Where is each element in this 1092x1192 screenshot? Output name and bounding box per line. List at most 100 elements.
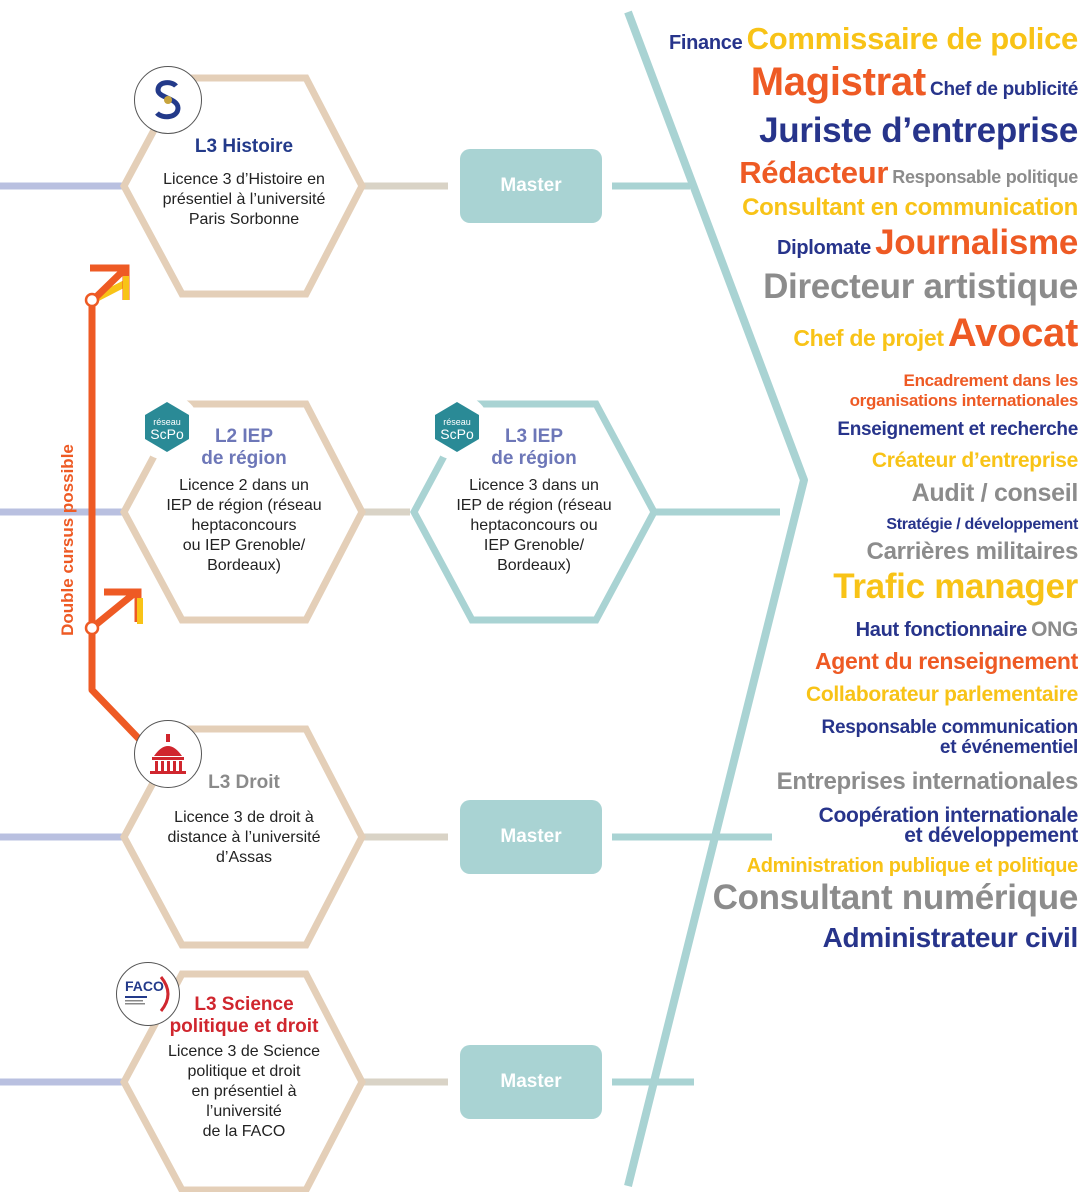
master-box-2: Master [460,800,602,874]
career-line: Stratégie / développement [438,516,1078,533]
career-line: Carrières militaires [438,538,1079,568]
career-item: Rédacteur [739,155,889,190]
hex-iep-l2 [120,400,366,624]
career-line: Juriste d’entreprise [438,112,1078,156]
double-cursus-label-wrap: Double cursus possible [50,400,90,700]
career-line: Responsable communication et événementie… [438,717,1079,759]
career-item: Consultant numérique [712,878,1079,917]
career-line: Haut fonctionnaire ONG [438,618,1079,643]
double-cursus-path [88,300,145,745]
master-box-1: Master [460,149,602,223]
hex-histoire [120,74,366,298]
career-item: Encadrement dans les organisations inter… [849,371,1079,410]
career-item: Agent du renseignement [814,648,1078,674]
career-item: Chef de projet [793,325,944,351]
node-description: Licence 2 dans un IEP de région (réseau … [166,477,322,574]
career-item: Stratégie / développement [886,516,1078,533]
node-droit: L3 Droit Licence 3 de droit à distance à… [150,772,338,868]
career-item: Audit / conseil [911,479,1079,507]
sorbonne-logo [134,66,202,134]
faco-logo: FACO [116,962,180,1026]
node-description: Licence 3 dans un IEP de région (réseau … [456,477,612,574]
career-item: Coopération internationale et développem… [818,804,1079,847]
career-item: Chef de publicité [930,79,1078,100]
career-line: Diplomate Journalisme [438,224,1078,268]
career-line: Administration publique et politique [438,855,1079,879]
hex-iep-l3 [410,400,658,624]
career-item: Créateur d’entreprise [871,449,1078,472]
career-item: Trafic manager [833,567,1078,606]
career-item: Carrières militaires [866,538,1079,565]
career-line: Créateur d’entreprise [438,449,1078,474]
career-item: ONG [1031,618,1078,641]
career-item: Collaborateur parlementaire [806,683,1078,706]
node-title: L3 IEP de région [491,426,577,469]
career-item: Juriste d’entreprise [759,111,1078,150]
career-line: Consultant numérique [438,878,1079,923]
career-line: Audit / conseil [438,479,1079,510]
career-line: Magistrat Chef de publicité [438,60,1079,112]
node-title: L3 Droit [208,772,280,793]
node-title: L2 IEP de région [201,426,287,469]
master-box-3: Master [460,1045,602,1119]
career-item: Responsable politique [892,167,1078,187]
career-line: Enseignement et recherche [438,419,1078,441]
career-item: Haut fonctionnaire [855,619,1028,641]
career-line: Entreprises internationales [438,768,1079,798]
double-cursus-label: Double cursus possible [58,444,77,636]
svg-text:FACO: FACO [125,978,164,994]
node-description: Licence 3 de droit à distance à l’univer… [167,809,321,866]
career-line: Encadrement dans les organisations inter… [438,371,1079,411]
double-cursus-arrow-upper [90,265,129,303]
scpo-logo-l2: réseau ScPo [134,394,200,460]
career-item: Commissaire de police [746,21,1079,56]
career-item: Administration publique et politique [746,855,1079,877]
double-cursus-node-upper [84,292,100,308]
career-item: Enseignement et recherche [837,419,1078,440]
double-cursus-node-lower [84,620,100,636]
double-cursus-arrow-lower [90,589,139,630]
node-histoire: L3 Histoire Licence 3 d’Histoire en prés… [150,136,338,230]
career-item: Magistrat [750,60,926,104]
scpo-network-icon: réseau ScPo [435,402,479,452]
career-item: Finance [668,32,743,54]
career-line: Chef de projet Avocat [438,312,1078,363]
pantheon-icon [150,734,186,774]
sorbonne-s-icon [155,80,181,120]
svg-text:ScPo: ScPo [440,426,474,442]
career-item: Directeur artistique [763,267,1078,306]
svg-text:réseau: réseau [153,417,181,427]
career-item: Diplomate [776,237,871,259]
career-line: Agent du renseignement [438,649,1078,677]
node-title: L3 Science politique et droit [169,994,319,1037]
node-description: Licence 3 d’Histoire en présentiel à l’u… [162,171,326,228]
svg-text:ScPo: ScPo [150,426,184,442]
career-line: Consultant en communication [438,195,1078,224]
career-item: Avocat [947,311,1078,355]
career-line: Rédacteur Responsable politique [438,156,1078,195]
faco-emblem-icon: FACO [125,976,170,1012]
career-line: Finance Commissaire de police [438,22,1078,61]
career-item: Entreprises internationales [776,768,1079,795]
career-item: Administrateur civil [822,922,1079,953]
career-item: Journalisme [875,223,1078,262]
node-science-po: L3 Science politique et droit Licence 3 … [150,994,338,1142]
career-line: Directeur artistique [438,268,1078,312]
careers-branch [624,10,808,1187]
scpo-network-icon: réseau ScPo [145,402,189,452]
assas-logo [134,720,202,788]
node-iep-l3: L3 IEP de région Licence 3 dans un IEP d… [440,426,628,576]
career-line: Administrateur civil [438,922,1079,958]
node-description: Licence 3 de Science politique et droit … [167,1043,321,1140]
node-iep-l2: L2 IEP de région Licence 2 dans un IEP d… [150,426,338,576]
career-line: Coopération internationale et développem… [438,804,1079,849]
career-item: Consultant en communication [742,194,1078,221]
node-title: L3 Histoire [194,136,294,157]
svg-text:réseau: réseau [443,417,471,427]
career-line: Collaborateur parlementaire [438,683,1078,708]
career-item: Responsable communication et événementie… [821,717,1079,758]
career-line: Trafic manager [438,568,1078,612]
scpo-logo-l3: réseau ScPo [424,394,490,460]
hex-science-po [120,970,366,1192]
